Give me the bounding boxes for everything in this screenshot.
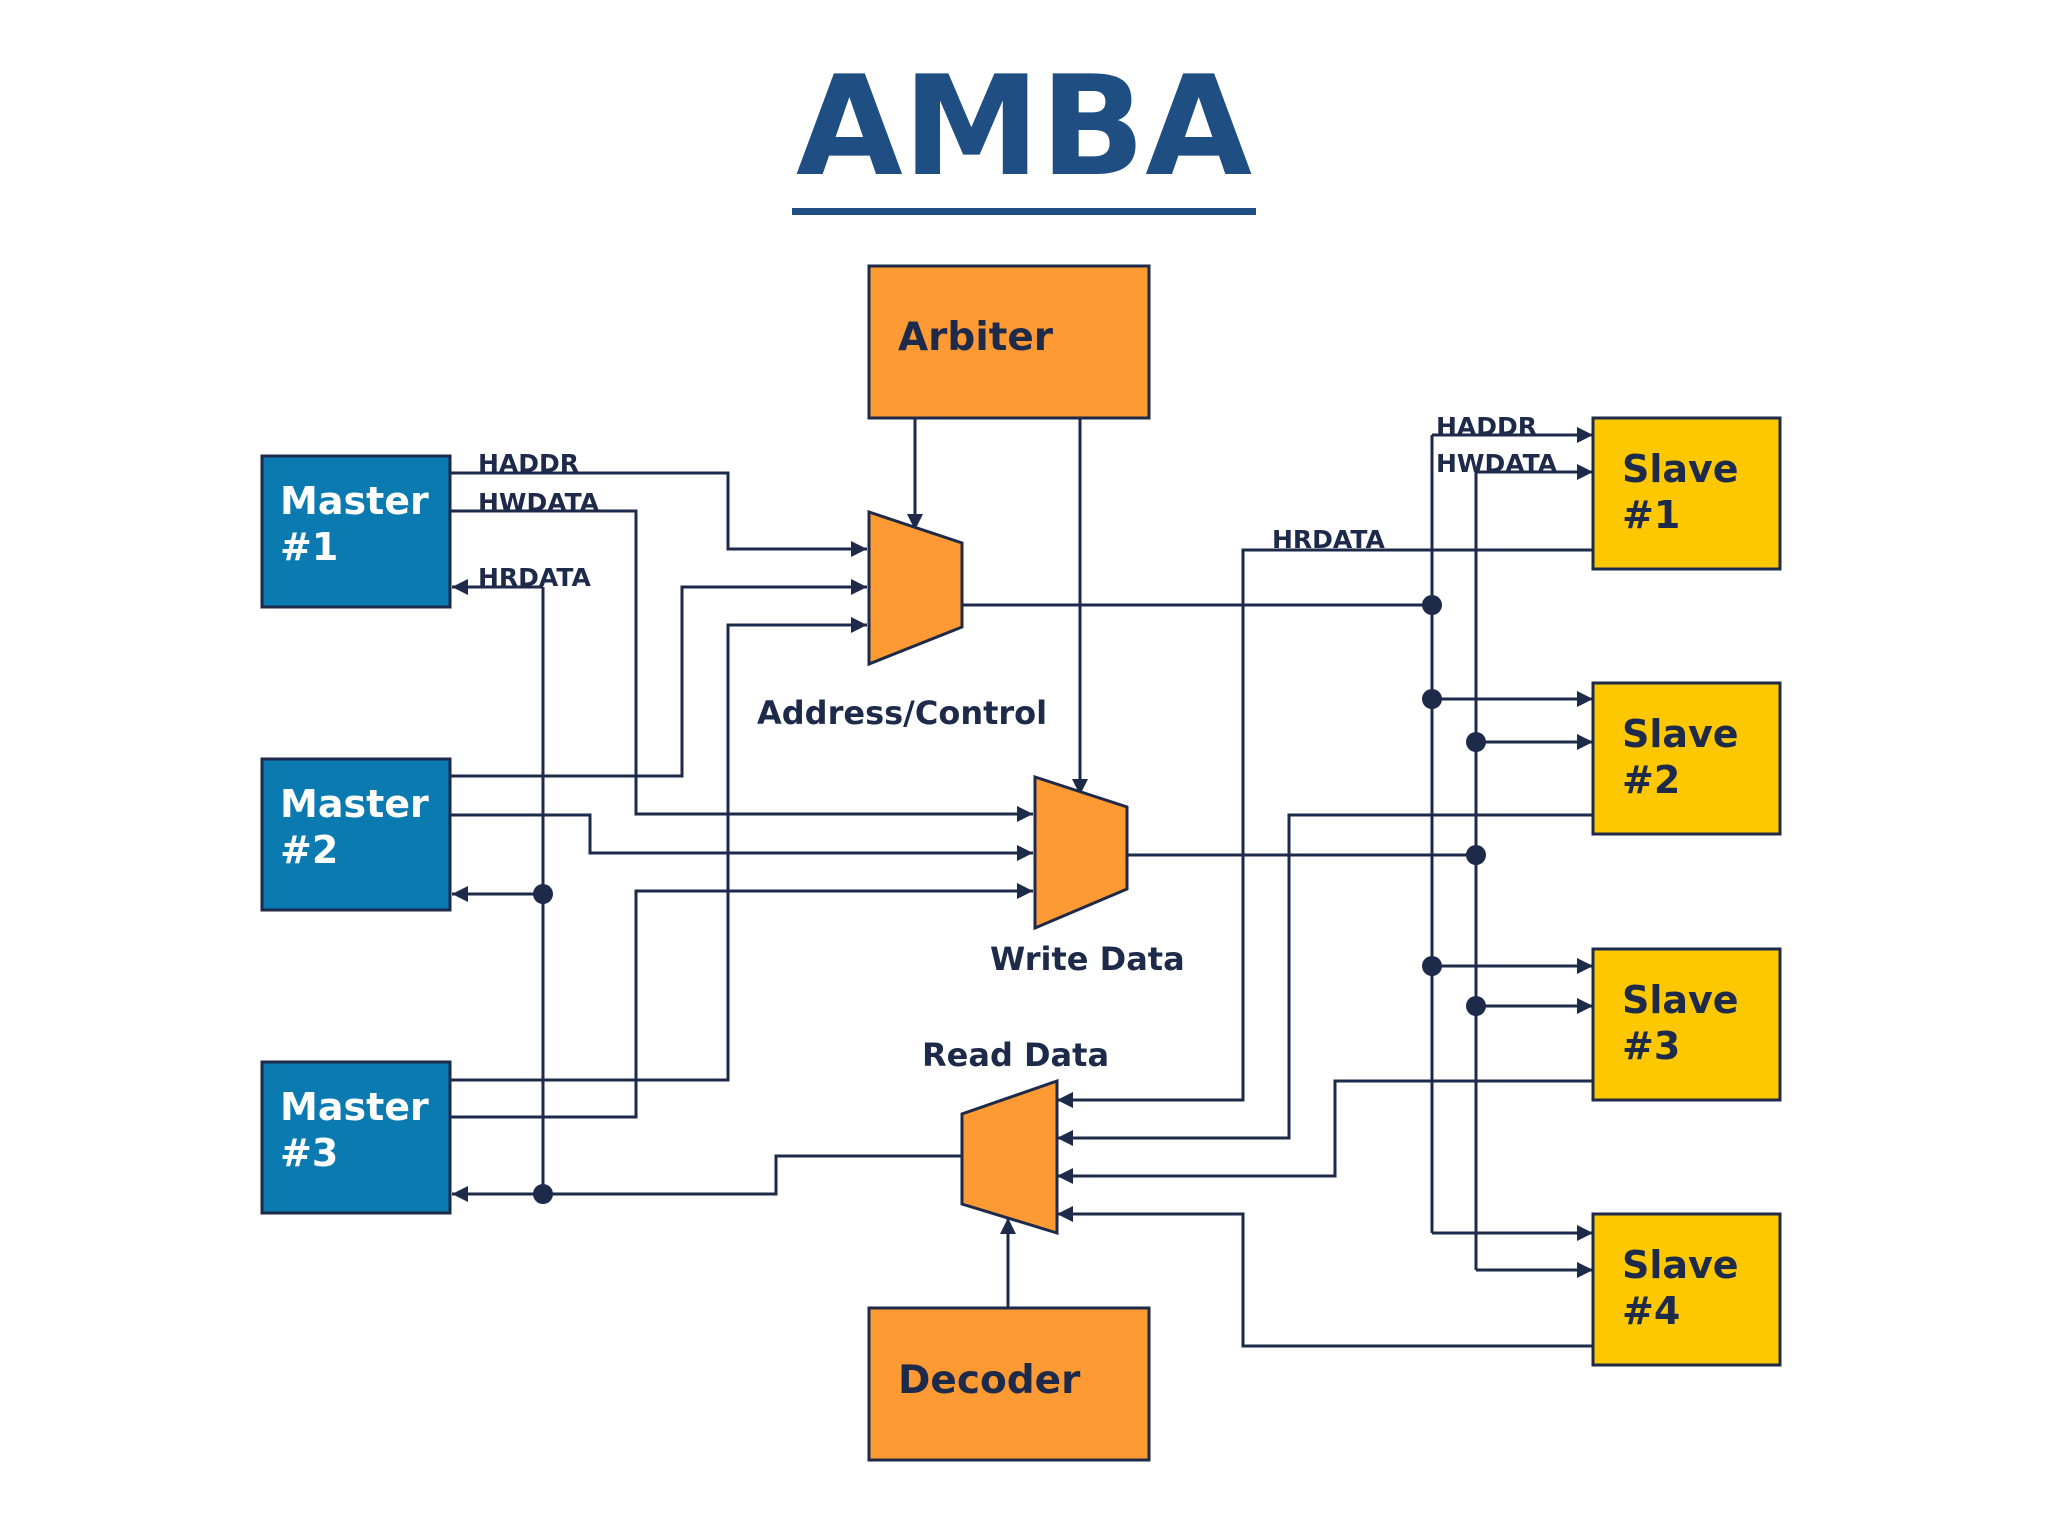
- slave-4-label: Slave: [1622, 1243, 1739, 1287]
- wire-read-mux-out: [452, 1154, 961, 1202]
- slave-1-block: Slave #1: [1591, 416, 1782, 571]
- master-3-label: Master: [280, 1085, 429, 1129]
- junction-dot: [1422, 595, 1442, 615]
- read-data-mux: [960, 1078, 1059, 1236]
- slave-3-number: #3: [1622, 1024, 1680, 1068]
- slave-2-label: Slave: [1622, 712, 1739, 756]
- slave-hwdata-label: HWDATA: [1436, 449, 1558, 478]
- address-control-label: Address/Control: [757, 694, 1047, 732]
- junction-dot: [1466, 732, 1486, 752]
- master-3-block: Master #3: [260, 1060, 452, 1215]
- master-1-label: Master: [280, 479, 429, 523]
- wire-s4-hrdata: [1057, 1206, 1593, 1348]
- wire-m1-haddr: [450, 471, 867, 557]
- write-data-mux: [1033, 774, 1129, 931]
- junction-dot: [533, 1184, 553, 1204]
- master-hwdata-label: HWDATA: [478, 488, 600, 517]
- read-data-label: Read Data: [922, 1036, 1109, 1074]
- arbiter-block: Arbiter: [867, 264, 1151, 420]
- wire-s1-hrdata: [1057, 548, 1593, 1108]
- wire-m3-hwdata: [450, 883, 1033, 1119]
- junction-dot: [1422, 956, 1442, 976]
- slave-4-block: Slave #4: [1591, 1212, 1782, 1367]
- junction-dot: [1466, 996, 1486, 1016]
- slave-4-number: #4: [1622, 1289, 1680, 1333]
- slave-hrdata-label: HRDATA: [1272, 525, 1385, 554]
- slave-2-number: #2: [1622, 758, 1680, 802]
- slave-haddr-label: HADDR: [1436, 412, 1537, 441]
- junction-dot: [1422, 689, 1442, 709]
- wire-m1-hwdata: [450, 509, 1033, 822]
- junction-dot: [1466, 845, 1486, 865]
- slave-1-label: Slave: [1622, 447, 1739, 491]
- wire-m2-hwdata: [450, 813, 1033, 861]
- arbiter-label: Arbiter: [898, 315, 1054, 360]
- wire-s2-hrdata: [1057, 813, 1593, 1146]
- master-2-label: Master: [280, 782, 429, 826]
- write-data-label: Write Data: [990, 940, 1185, 978]
- master-1-block: Master #1: [260, 454, 452, 609]
- master-2-block: Master #2: [260, 757, 452, 912]
- junction-dot: [533, 884, 553, 904]
- decoder-label: Decoder: [898, 1358, 1081, 1403]
- page-title: AMBA: [0, 58, 2048, 215]
- master-3-number: #3: [280, 1131, 338, 1175]
- slave-3-label: Slave: [1622, 978, 1739, 1022]
- decoder-block: Decoder: [867, 1306, 1151, 1462]
- wire-s3-hrdata: [1057, 1079, 1593, 1184]
- slave-3-block: Slave #3: [1591, 947, 1782, 1102]
- slave-2-block: Slave #2: [1591, 681, 1782, 836]
- wire-m2-haddr: [450, 579, 867, 778]
- slave-1-number: #1: [1622, 493, 1680, 537]
- junction-dots: [533, 595, 1486, 1204]
- master-2-number: #2: [280, 828, 338, 872]
- master-haddr-label: HADDR: [478, 449, 579, 478]
- master-1-number: #1: [280, 525, 338, 569]
- address-control-mux: [867, 509, 964, 667]
- master-hrdata-label: HRDATA: [478, 563, 591, 592]
